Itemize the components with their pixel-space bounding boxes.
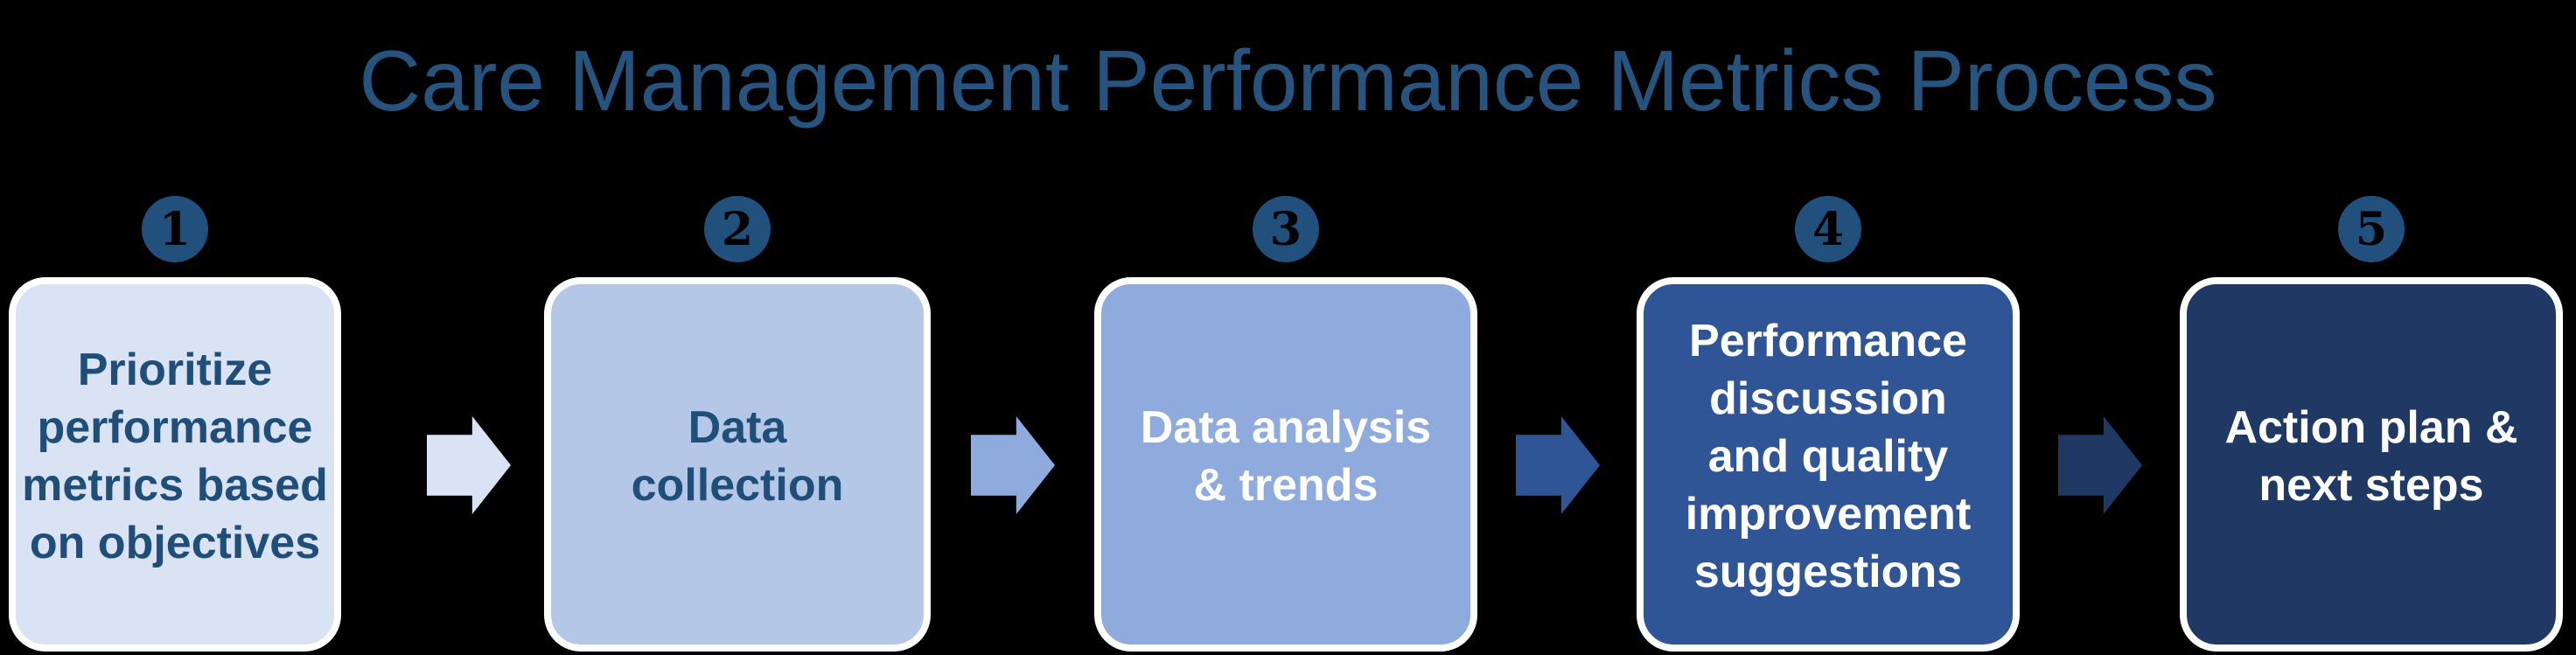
step-2: 2 Data collection: [544, 196, 931, 652]
arrow-2-3-icon: [971, 416, 1055, 514]
step-1-number: 1: [158, 203, 192, 256]
step-4-label: Performance discussion and quality impro…: [1685, 315, 1972, 598]
step-2-number-badge: 2: [704, 196, 771, 262]
step-5-box: Action plan & next steps: [2180, 277, 2563, 652]
step-5-label: Action plan & next steps: [2224, 401, 2518, 511]
step-4-number: 4: [1812, 203, 1845, 256]
step-3: 3 Data analysis & trends: [1094, 196, 1477, 652]
step-1-label: Prioritize performance metrics based on …: [22, 344, 328, 569]
arrow-1-2-icon: [427, 416, 511, 514]
step-3-label: Data analysis & trends: [1140, 401, 1432, 511]
step-1: 1 Prioritize performance metrics based o…: [9, 196, 341, 652]
step-5: 5 Action plan & next steps: [2180, 196, 2563, 652]
arrow-4-5-icon: [2058, 416, 2142, 514]
step-5-number: 5: [2355, 203, 2388, 256]
step-4: 4 Performance discussion and quality imp…: [1637, 196, 2020, 652]
step-1-number-badge: 1: [142, 196, 208, 262]
step-3-number: 3: [1269, 203, 1302, 256]
step-2-box: Data collection: [544, 277, 931, 652]
diagram-title: Care Management Performance Metrics Proc…: [359, 32, 2217, 129]
step-2-label: Data collection: [631, 401, 844, 511]
arrow-3-4-icon: [1516, 416, 1600, 514]
step-4-box: Performance discussion and quality impro…: [1637, 277, 2020, 652]
step-1-box: Prioritize performance metrics based on …: [9, 277, 341, 652]
step-4-number-badge: 4: [1795, 196, 1861, 262]
step-5-number-badge: 5: [2338, 196, 2405, 262]
step-3-box: Data analysis & trends: [1094, 277, 1477, 652]
step-3-number-badge: 3: [1253, 196, 1319, 262]
step-2-number: 2: [721, 203, 754, 256]
